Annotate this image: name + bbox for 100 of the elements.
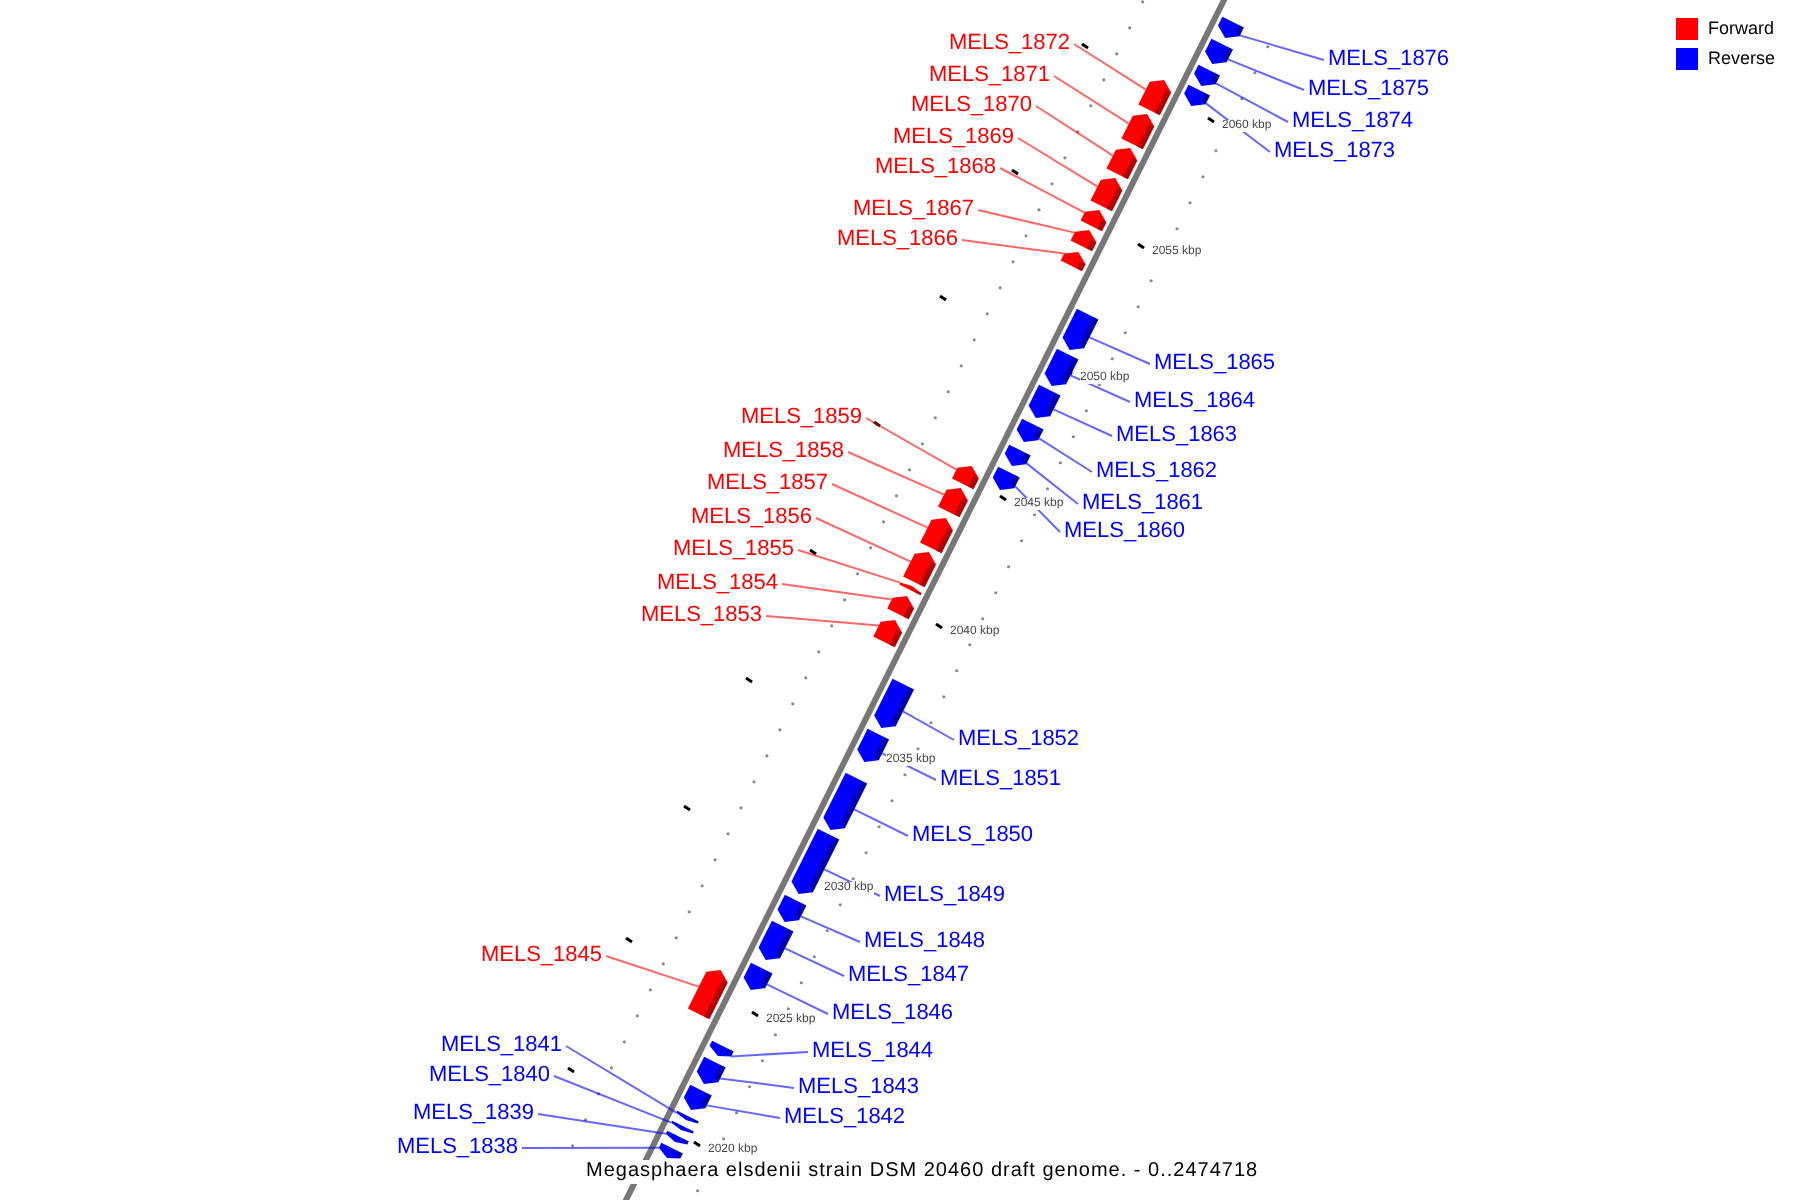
leader-line — [521, 1146, 660, 1149]
leader-line — [799, 915, 861, 943]
leader-line — [781, 583, 893, 601]
leader-line — [1205, 102, 1271, 153]
gene-block — [743, 962, 773, 991]
leader-line — [705, 1104, 781, 1119]
gene-block — [874, 678, 914, 729]
caption: Megasphaera elsdenii strain DSM 20460 draft genome. - 0..2474718 — [586, 1160, 1259, 1184]
leader-line — [1014, 485, 1061, 533]
gene-block — [1090, 177, 1123, 212]
gene-label: MELS_1852 — [958, 729, 1080, 751]
leader-line — [1073, 43, 1147, 91]
gene-label: MELS_1854 — [656, 573, 778, 595]
gene-block — [903, 551, 936, 588]
leader-line — [1053, 75, 1130, 125]
gene-label: MELS_1844 — [812, 1041, 934, 1063]
gene-block — [709, 1040, 734, 1057]
gene-block — [1004, 444, 1031, 467]
gene-label: MELS_1873 — [1274, 141, 1396, 163]
leader-line — [865, 417, 958, 471]
gene-block — [1106, 147, 1138, 180]
gene-block — [676, 1110, 699, 1124]
leader-line — [1038, 437, 1093, 473]
gene-label: MELS_1845 — [480, 945, 602, 967]
gene-block — [1060, 251, 1086, 272]
leader-line — [1214, 82, 1289, 123]
gene-label: MELS_1847 — [848, 965, 970, 987]
gene-block — [1138, 79, 1172, 116]
leader-line — [1238, 34, 1325, 61]
gene-label: MELS_1865 — [1154, 353, 1276, 375]
gene-label: MELS_1866 — [836, 229, 958, 251]
gene-label: MELS_1868 — [874, 157, 996, 179]
gene-label: MELS_1849 — [884, 885, 1006, 907]
gene-label: MELS_1871 — [928, 65, 1050, 87]
gene-block — [1080, 209, 1107, 232]
gene-label: MELS_1867 — [852, 199, 974, 221]
leader-line — [797, 549, 902, 584]
legend-label: Forward — [1708, 20, 1775, 38]
gene-block — [671, 1120, 694, 1134]
gene-block — [938, 487, 968, 518]
gene-block — [1218, 16, 1244, 39]
gene-label: MELS_1875 — [1308, 79, 1430, 101]
gene-label: MELS_1850 — [912, 825, 1034, 847]
gene-label: MELS_1864 — [1134, 391, 1256, 413]
gene-label: MELS_1855 — [672, 539, 794, 561]
leader-line — [766, 983, 829, 1015]
gene-block — [992, 466, 1020, 491]
gene-label: MELS_1842 — [784, 1107, 906, 1129]
gene-label: MELS_1853 — [640, 605, 762, 627]
gene-label: MELS_1838 — [396, 1137, 518, 1159]
gene-block — [952, 465, 979, 490]
leader-line — [902, 710, 955, 741]
leader-line — [1088, 336, 1151, 365]
gene-label: MELS_1869 — [892, 127, 1014, 149]
leader-line — [815, 517, 912, 563]
legend-label: Reverse — [1708, 50, 1776, 68]
gene-block — [1121, 113, 1155, 150]
leader-line — [605, 955, 700, 988]
gene-block — [1016, 418, 1044, 443]
leader-line — [1025, 462, 1079, 505]
gene-label: MELS_1846 — [832, 1003, 954, 1025]
gene-block — [1184, 84, 1210, 107]
leader-line — [1017, 137, 1099, 188]
gene-block — [1028, 384, 1061, 419]
gene-block — [823, 772, 868, 831]
gene-block — [658, 1142, 683, 1159]
gene-block — [873, 619, 903, 648]
leader-line — [1035, 105, 1114, 157]
gene-block — [899, 582, 922, 596]
leader-line — [1069, 374, 1131, 403]
gene-label: MELS_1858 — [722, 441, 844, 463]
leader-line — [783, 947, 845, 977]
gene-block — [1062, 308, 1099, 351]
leader-line — [1052, 408, 1113, 437]
gene-block — [1070, 229, 1097, 252]
gene-label: MELS_1863 — [1116, 425, 1238, 447]
leader-line — [977, 209, 1076, 234]
leader-line — [853, 808, 909, 837]
gene-block — [758, 920, 794, 961]
gene-block — [687, 969, 728, 1020]
leader-line — [730, 1051, 809, 1058]
gene-block — [665, 1130, 689, 1145]
gene-label: MELS_1851 — [940, 769, 1062, 791]
gene-label: MELS_1841 — [440, 1035, 562, 1057]
gene-label: MELS_1857 — [706, 473, 828, 495]
gene-block — [920, 517, 953, 554]
leader-line — [999, 167, 1086, 214]
gene-block — [1194, 64, 1220, 87]
gene-label: MELS_1860 — [1064, 521, 1186, 543]
gene-label: MELS_1859 — [740, 407, 862, 429]
gene-block — [1044, 348, 1079, 387]
gene-label: MELS_1874 — [1292, 111, 1414, 133]
gene-label: MELS_1872 — [948, 33, 1070, 55]
leader-line — [961, 239, 1066, 255]
gene-label: MELS_1843 — [798, 1077, 920, 1099]
gene-label: MELS_1862 — [1096, 461, 1218, 483]
leader-line — [719, 1077, 795, 1089]
gene-label: MELS_1840 — [428, 1065, 550, 1087]
gene-label: MELS_1861 — [1082, 493, 1204, 515]
gene-label: MELS_1870 — [910, 95, 1032, 117]
